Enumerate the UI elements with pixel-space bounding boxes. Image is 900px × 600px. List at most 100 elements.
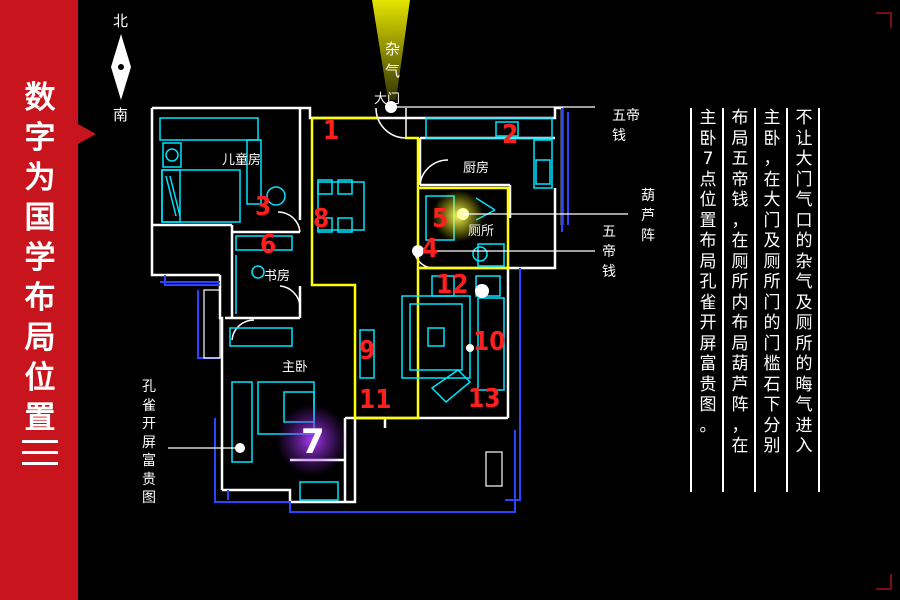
wudiqian-mid-char: 帝 (602, 244, 616, 260)
description-char: 主 (699, 108, 717, 128)
description-char: 布 (699, 231, 717, 251)
description-char: 门 (763, 292, 781, 313)
position-number-10: 10 (473, 327, 506, 357)
description-char: 气 (795, 395, 813, 415)
description-char: 阵 (731, 395, 749, 415)
description-char: 别 (763, 436, 781, 456)
description-char: 葫 (731, 354, 749, 374)
description-char: 晦 (795, 374, 813, 395)
position-number-4: 4 (422, 234, 439, 264)
description-char: 屏 (699, 333, 717, 354)
description-char: 开 (699, 313, 717, 333)
position-number-1: 1 (323, 116, 340, 146)
compass-south-label: 南 (113, 106, 129, 124)
gourd-char: 阵 (641, 228, 655, 244)
description-char: 在 (731, 436, 749, 456)
frame-corner (876, 574, 892, 590)
text-column-divider (722, 108, 724, 492)
description-char: 让 (795, 128, 813, 149)
description-char: 的 (763, 313, 781, 333)
description-char: 及 (795, 292, 813, 313)
sidebar-title-char: 布 (24, 280, 56, 316)
sidebar-title-char: 为 (24, 160, 56, 196)
description-char: 大 (763, 190, 781, 210)
description-char: 局 (731, 128, 749, 149)
sidebar-title-char: 学 (24, 240, 56, 276)
sidebar: 数字为国学布局位置 (0, 0, 78, 600)
position-number-6: 6 (260, 230, 277, 260)
description-char: 厕 (763, 251, 781, 272)
position-number-2: 2 (502, 120, 519, 150)
description-char: 的 (795, 231, 813, 251)
description-char: 卧 (763, 128, 781, 149)
description-char: 口 (795, 210, 813, 231)
position-number-3: 3 (255, 192, 272, 222)
description-char: 图 (699, 395, 717, 415)
study-label: 书房 (264, 269, 291, 284)
description-char: ， (731, 415, 749, 436)
description-char: 卧 (699, 128, 717, 149)
description-column-2: 主卧，在大门及厕所门的门槛石下分别 (761, 108, 783, 457)
wudiqian-mid-label: 五 帝 钱 (602, 222, 616, 282)
description-char: 气 (795, 272, 813, 292)
description-char: 在 (731, 231, 749, 251)
peacock-char: 开 (142, 416, 156, 432)
toilet-label: 厕所 (468, 224, 495, 239)
za-qi-char: 气 (385, 62, 401, 80)
description-char: 所 (795, 333, 813, 354)
description-char: 孔 (699, 272, 717, 292)
sidebar-title-char: 字 (24, 120, 56, 156)
description-char: 芦 (731, 374, 749, 395)
sidebar-title-char: 位 (24, 360, 56, 396)
description-char: 分 (763, 415, 781, 436)
description-char: 大 (795, 149, 813, 169)
description-char: 局 (699, 251, 717, 272)
description-char: 置 (699, 210, 717, 231)
description-char: 主 (763, 108, 781, 128)
description-char: 入 (795, 436, 813, 456)
description-char: 7 (702, 149, 714, 169)
wudiqian-top-line: 五帝 (612, 108, 640, 124)
peacock-char: 贵 (142, 471, 156, 488)
position-number-7: 7 (301, 422, 325, 462)
peacock-glow (276, 404, 348, 476)
description-char: 贵 (699, 374, 717, 395)
peacock-char: 孔 (142, 379, 156, 395)
main-door-label: 大门 (374, 92, 401, 107)
description-char: 内 (731, 292, 749, 313)
gourd-formation-label: 葫 芦 阵 (641, 186, 655, 246)
text-column-divider (786, 108, 788, 492)
peacock-char: 雀 (142, 397, 156, 414)
gourd-char: 芦 (641, 208, 655, 224)
description-char: ， (763, 149, 781, 169)
description-char: 门 (763, 333, 781, 354)
position-number-5: 5 (432, 204, 449, 234)
za-qi-label: 杂 气 (385, 38, 401, 82)
description-char: 杂 (795, 251, 813, 272)
sidebar-title-char: 数 (24, 80, 56, 116)
description-char: 及 (763, 231, 781, 251)
compass-icon (111, 34, 131, 100)
sidebar-title-char: 国 (24, 200, 56, 236)
peacock-char: 屏 (142, 434, 156, 451)
wudiqian-top-line: 钱 (612, 128, 626, 144)
description-char: 点 (699, 169, 717, 190)
description-char: 。 (699, 415, 717, 436)
description-char: 位 (699, 190, 717, 210)
description-column-1: 不让大门气口的杂气及厕所的晦气进入 (793, 108, 815, 457)
description-char: 钱 (731, 190, 749, 210)
description-char: 不 (795, 108, 813, 128)
description-char: 进 (795, 415, 813, 436)
gourd-char: 葫 (641, 188, 655, 204)
description-char: 帝 (731, 169, 749, 190)
description-char: 厕 (731, 251, 749, 272)
text-column-divider (690, 108, 692, 492)
description-char: 局 (731, 333, 749, 354)
description-char: 所 (731, 272, 749, 292)
description-char: 下 (763, 395, 781, 415)
za-qi-char: 杂 (385, 40, 401, 58)
compass-north-label: 北 (113, 12, 129, 30)
wudiqian-mid-char: 五 (602, 224, 616, 240)
text-column-divider (818, 108, 820, 492)
